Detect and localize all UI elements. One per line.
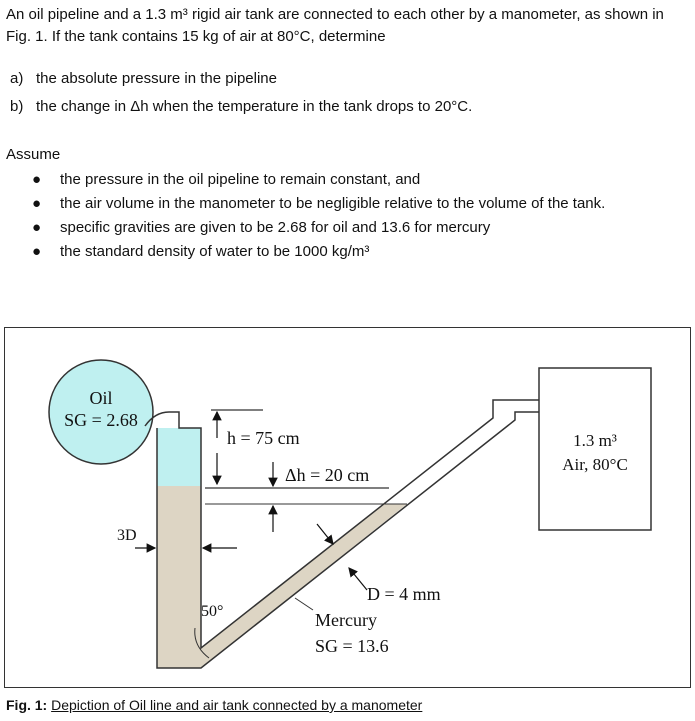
part-a-label: a) — [10, 70, 24, 87]
delta-h-label: Δh = 20 cm — [285, 465, 369, 485]
assumption-text: the air volume in the manometer to be ne… — [60, 195, 606, 212]
caption-prefix: Fig. 1: — [6, 697, 48, 713]
bullet-icon: ● — [32, 195, 42, 212]
figure-caption: Fig. 1: Depiction of Oil line and air ta… — [6, 697, 422, 713]
air-tank — [538, 367, 652, 531]
oil-pipeline-circle — [48, 359, 154, 465]
oil-column — [157, 428, 201, 486]
mercury-vertical-column — [157, 486, 201, 668]
question-part-b: b) the change in Δh when the temperature … — [10, 96, 472, 118]
bullet-icon: ● — [32, 243, 42, 260]
assumption-item: ● the pressure in the oil pipeline to rem… — [28, 168, 605, 192]
d-arrow-upper — [316, 523, 334, 545]
h-label: h = 75 cm — [227, 428, 300, 448]
assumption-item: ● specific gravities are given to be 2.68… — [28, 216, 605, 240]
manometer-outer-outline — [156, 411, 539, 669]
question-part-a: a) the absolute pressure in the pipeline — [10, 68, 277, 90]
oil-name-label: Oil — [89, 388, 112, 408]
angle-label: 50° — [201, 603, 223, 620]
assumption-item: ● the air volume in the manometer to be n… — [28, 192, 605, 216]
figure-frame: Oil SG = 2.68 h = 75 cm Δh = 20 cm 1.3 m… — [4, 327, 691, 688]
tank-air-label: Air, 80°C — [562, 455, 628, 474]
diameter-label: D = 4 mm — [367, 584, 441, 604]
oil-sg-label: SG = 2.68 — [64, 410, 138, 430]
mercury-sg-label: SG = 13.6 — [315, 636, 389, 656]
mercury-leader-line — [294, 597, 314, 611]
bullet-icon: ● — [32, 219, 42, 236]
manometer-diagram: Oil SG = 2.68 h = 75 cm Δh = 20 cm 1.3 m… — [48, 359, 652, 669]
part-a-text: the absolute pressure in the pipeline — [36, 70, 277, 87]
part-b-label: b) — [10, 98, 24, 115]
part-b-text: the change in Δh when the temperature in… — [36, 98, 473, 115]
caption-text: Depiction of Oil line and air tank conne… — [51, 697, 423, 713]
3d-label: 3D — [117, 527, 137, 544]
tank-volume-label: 1.3 m³ — [573, 431, 617, 450]
bullet-icon: ● — [32, 171, 42, 188]
angle-arc — [194, 627, 210, 659]
d-arrow-lower — [348, 567, 368, 591]
manometer-inner-outline — [144, 399, 539, 650]
assumption-text: the standard density of water to be 1000… — [60, 243, 370, 260]
assume-heading: Assume — [6, 146, 61, 163]
problem-intro: An oil pipeline and a 1.3 m³ rigid air t… — [6, 6, 664, 45]
assumption-text: the pressure in the oil pipeline to rema… — [60, 171, 421, 188]
assumption-item: ● the standard density of water to be 100… — [28, 240, 605, 264]
assumptions-list: ● the pressure in the oil pipeline to rem… — [28, 168, 605, 264]
assumption-text: specific gravities are given to be 2.68 … — [60, 219, 491, 236]
mercury-name-label: Mercury — [315, 610, 377, 630]
